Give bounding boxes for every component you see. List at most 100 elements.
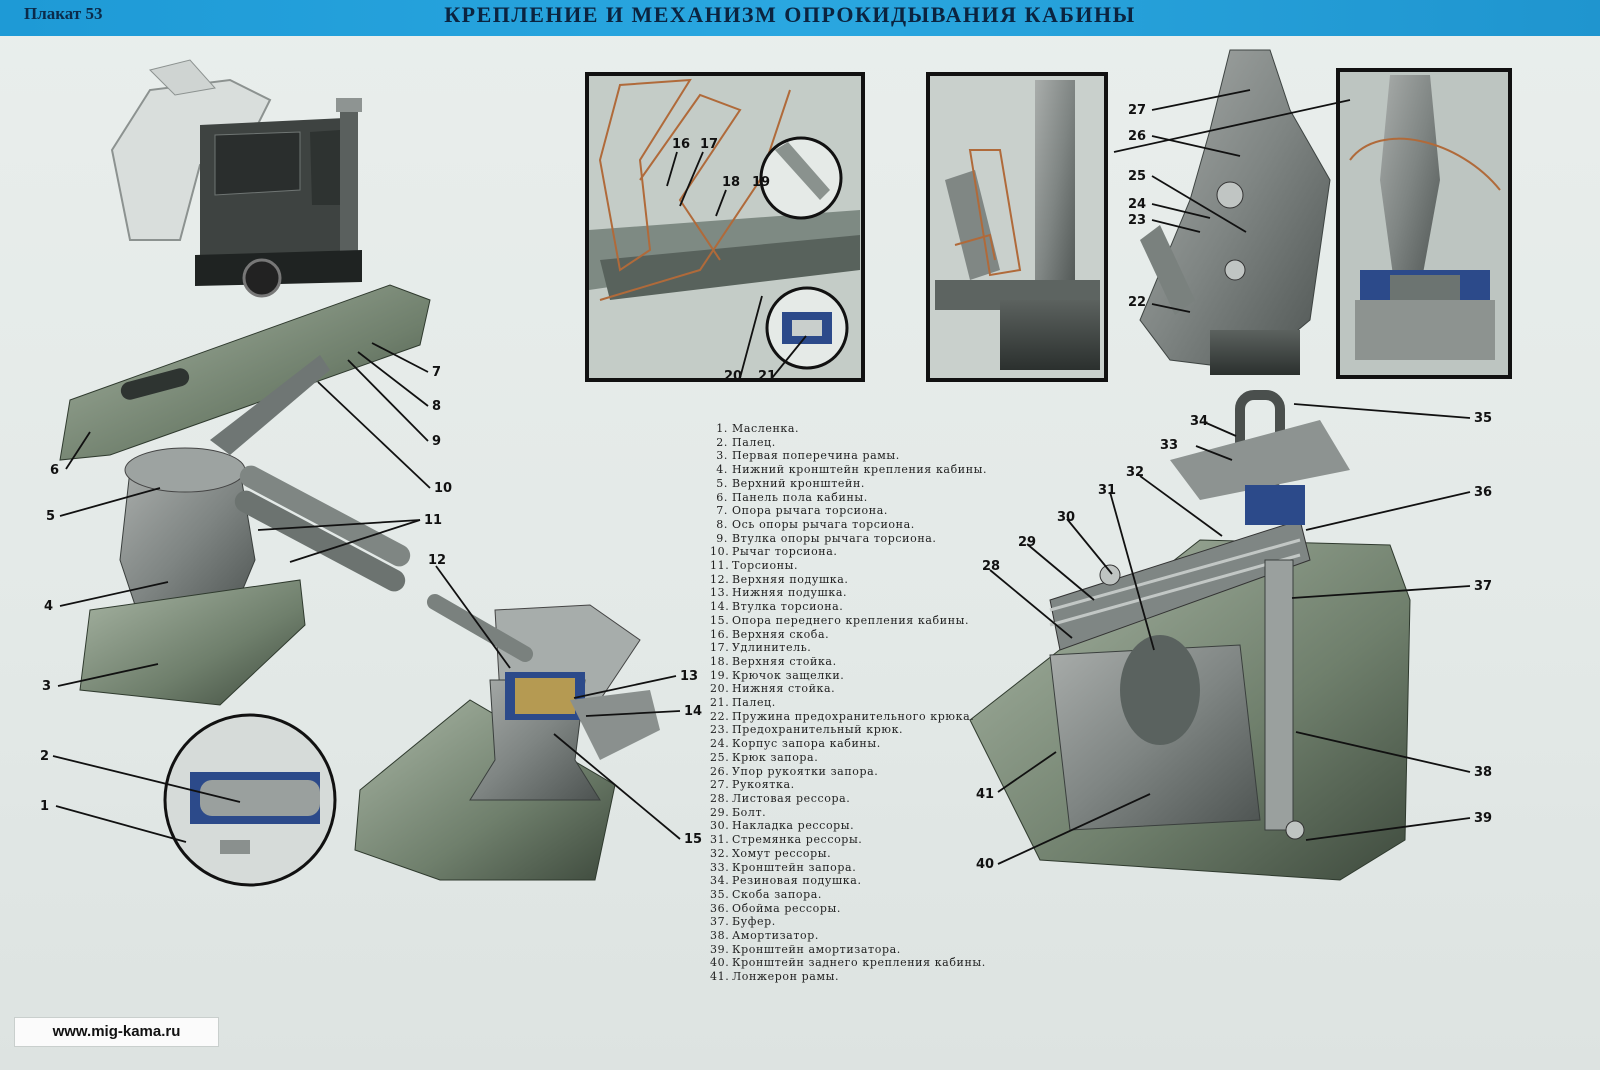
legend-item-number: 35. (710, 887, 730, 901)
legend-item-number: 16. (710, 627, 730, 641)
legend-item-text: Верхняя стойка. (732, 654, 837, 668)
legend-item-text: Нижний кронштейн крепления кабины. (732, 463, 988, 477)
legend-item-text: Удлинитель. (732, 641, 812, 655)
callout-22: 22 (1128, 295, 1146, 310)
legend-item-number: 10. (710, 545, 730, 559)
callout-37: 37 (1474, 579, 1492, 594)
legend-item: 40.Кронштейн заднего крепления кабины. (710, 956, 987, 970)
legend-item: 30.Накладка рессоры. (710, 819, 987, 833)
callout-40: 40 (976, 857, 994, 872)
callout-4: 4 (44, 599, 53, 614)
legend-item: 16.Верхняя скоба. (710, 628, 987, 642)
legend-item: 10.Рычаг торсиона. (710, 545, 987, 559)
legend-item: 15.Опора переднего крепления кабины. (710, 614, 987, 628)
legend-item-number: 31. (710, 833, 730, 847)
legend-item: 3.Первая поперечина рамы. (710, 449, 987, 463)
callout-13: 13 (680, 669, 698, 684)
callout-leader-lines (52, 89, 1471, 865)
callout-12: 12 (428, 553, 446, 568)
legend-item-text: Опора переднего крепления кабины. (732, 613, 970, 627)
legend-item: 28.Листовая рессора. (710, 792, 987, 806)
legend-item-number: 7. (716, 504, 728, 518)
legend-item-number: 26. (710, 764, 730, 778)
legend-item-number: 8. (716, 517, 728, 531)
legend-item-number: 29. (710, 805, 730, 819)
legend-item: 24.Корпус запора кабины. (710, 737, 987, 751)
legend-item-text: Крючок защелки. (732, 668, 845, 682)
legend-item: 14.Втулка торсиона. (710, 600, 987, 614)
legend-item-number: 14. (710, 600, 730, 614)
legend-item-number: 6. (716, 490, 728, 504)
legend-item-text: Упор рукоятки запора. (732, 764, 879, 778)
legend-item-number: 18. (710, 654, 730, 668)
legend-item-number: 21. (710, 696, 730, 710)
callout-8: 8 (432, 399, 441, 414)
legend-item-text: Палец. (732, 696, 776, 710)
legend-item-text: Предохранительный крюк. (732, 723, 904, 737)
legend-item-text: Крюк запора. (732, 750, 819, 764)
callout-38: 38 (1474, 765, 1492, 780)
legend-item-number: 38. (710, 929, 730, 943)
callout-17: 17 (700, 137, 718, 152)
lock-detail-panel (1336, 68, 1512, 379)
legend-item-text: Рычаг торсиона. (732, 545, 838, 559)
callout-25: 25 (1128, 169, 1146, 184)
legend-item: 26.Упор рукоятки запора. (710, 765, 987, 779)
legend-item-number: 23. (710, 723, 730, 737)
legend-item-number: 28. (710, 791, 730, 805)
legend-item: 41.Лонжерон рамы. (710, 970, 987, 984)
legend-item-text: Кронштейн запора. (732, 860, 857, 874)
website-badge[interactable]: www.mig-kama.ru (14, 1017, 219, 1047)
callout-36: 36 (1474, 485, 1492, 500)
callout-35: 35 (1474, 411, 1492, 426)
legend-item: 2.Палец. (710, 436, 987, 450)
callout-30: 30 (1057, 510, 1075, 525)
legend-item-text: Верхняя скоба. (732, 627, 830, 641)
callout-31: 31 (1098, 483, 1116, 498)
callout-19: 19 (752, 175, 770, 190)
legend-item: 5. Верхний кронштейн. (710, 477, 987, 491)
callout-10: 10 (434, 481, 452, 496)
callout-24: 24 (1128, 197, 1146, 212)
legend-item-text: Хомут рессоры. (732, 846, 832, 860)
callout-14: 14 (684, 704, 702, 719)
legend-item-number: 19. (710, 668, 730, 682)
legend-item-number: 4. (716, 463, 728, 477)
legend-item-number: 1. (716, 422, 728, 435)
legend-item-number: 13. (710, 586, 730, 600)
legend-item: 18.Верхняя стойка. (710, 655, 987, 669)
legend-item-number: 25. (710, 750, 730, 764)
callout-16: 16 (672, 137, 690, 152)
legend-item: 38.Амортизатор. (710, 929, 987, 943)
legend-item-text: Кронштейн амортизатора. (732, 942, 901, 956)
callout-numbers: 1 2 3 4 5 6 7 8 9 10 11 12 13 14 15 16 1… (40, 103, 1492, 872)
legend-item-number: 3. (716, 449, 728, 463)
legend-item-number: 33. (710, 860, 730, 874)
callout-11: 11 (424, 513, 442, 528)
callout-34: 34 (1190, 414, 1208, 429)
front-support-illustration (354, 594, 660, 881)
legend-item-text: Скоба запора. (732, 887, 822, 901)
legend-item: 6.Панель пола кабины. (710, 491, 987, 505)
callout-21: 21 (758, 369, 776, 384)
legend-item-text: Втулка опоры рычага торсиона. (732, 531, 937, 545)
legend-item: 8. Ось опоры рычага торсиона. (710, 518, 987, 532)
callout-29: 29 (1018, 535, 1036, 550)
legend-item-number: 22. (710, 709, 730, 723)
legend-item: 11.Торсионы. (710, 559, 987, 573)
callout-41: 41 (976, 787, 994, 802)
legend-item: 9.Втулка опоры рычага торсиона. (710, 532, 987, 546)
legend-item-text: Болт. (732, 805, 767, 819)
legend-item-text: Верхний кронштейн. (732, 476, 865, 490)
legend-item-text: Нижняя подушка. (732, 586, 848, 600)
callout-32: 32 (1126, 465, 1144, 480)
legend-item-text: Обойма рессоры. (732, 901, 841, 915)
legend-item-number: 41. (710, 970, 730, 984)
legend-item-number: 5. (716, 476, 728, 490)
latch-mechanism-panel (585, 72, 865, 382)
legend-item-number: 15. (710, 613, 730, 627)
legend-item-text: Ось опоры рычага торсиона. (732, 517, 915, 531)
callout-6: 6 (50, 463, 59, 478)
